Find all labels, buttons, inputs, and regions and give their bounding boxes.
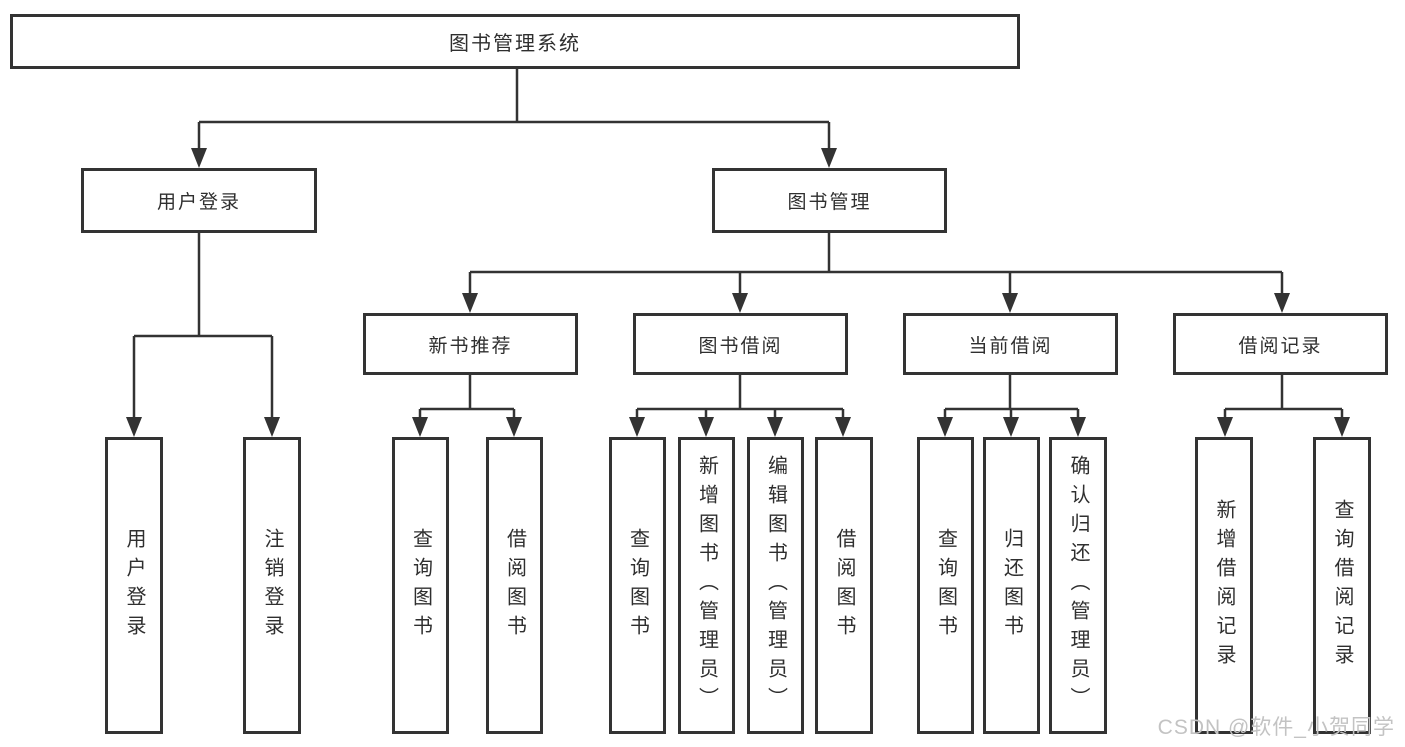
leaf-borrow-query-books: 查询图书 [609, 437, 666, 734]
leaf-edit-books-admin: 编辑图书（管理员） [747, 437, 804, 734]
leaf-user-login: 用户登录 [105, 437, 163, 734]
leaf-recommend-borrow-books: 借阅图书 [486, 437, 543, 734]
leaf-add-books-admin: 新增图书（管理员） [678, 437, 735, 734]
node-current-borrow: 当前借阅 [903, 313, 1118, 375]
leaf-logout: 注销登录 [243, 437, 301, 734]
leaf-confirm-return-admin: 确认归还（管理员） [1049, 437, 1107, 734]
leaf-current-query-books: 查询图书 [917, 437, 974, 734]
arrowheads [126, 148, 1350, 437]
node-borrow-records: 借阅记录 [1173, 313, 1388, 375]
leaf-add-borrow-record: 新增借阅记录 [1195, 437, 1253, 734]
node-new-book-recommend: 新书推荐 [363, 313, 578, 375]
leaf-return-books: 归还图书 [983, 437, 1040, 734]
csdn-watermark: CSDN @软件_小贺同学 [1157, 716, 1395, 739]
node-book-borrow: 图书借阅 [633, 313, 848, 375]
node-root: 图书管理系统 [10, 14, 1020, 69]
leaf-query-borrow-record: 查询借阅记录 [1313, 437, 1371, 734]
node-book-management: 图书管理 [712, 168, 947, 233]
leaf-borrow-books: 借阅图书 [815, 437, 873, 734]
node-user-login: 用户登录 [81, 168, 317, 233]
leaf-recommend-query-books: 查询图书 [392, 437, 449, 734]
